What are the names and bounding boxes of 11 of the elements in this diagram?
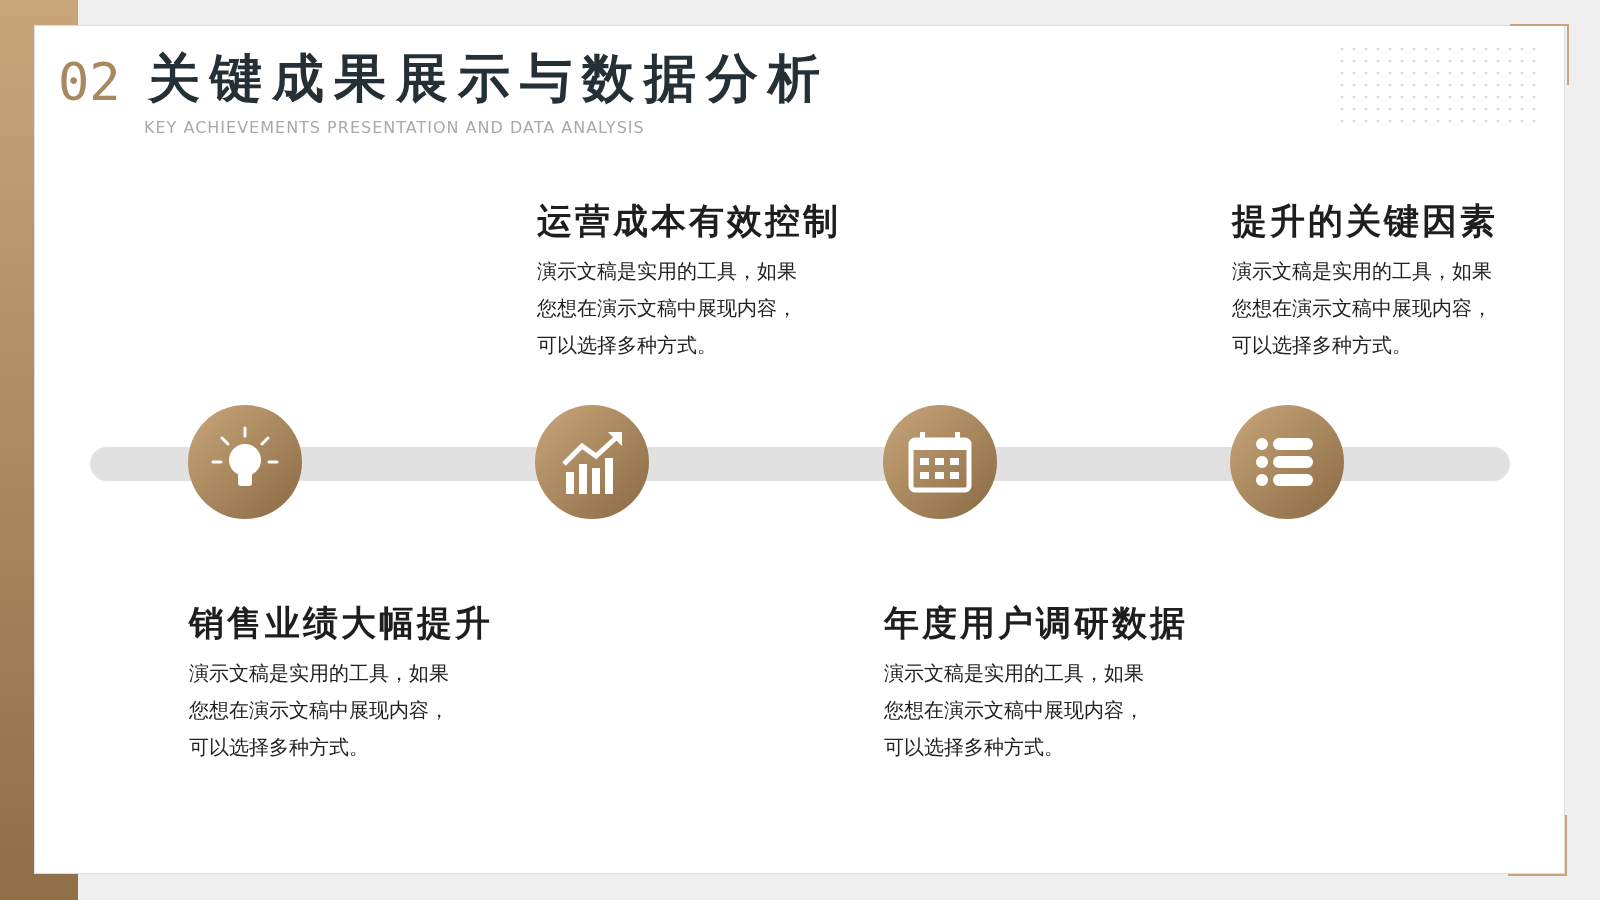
subtitle: KEY ACHIEVEMENTS PRESENTATION AND DATA ANALYSIS (144, 118, 645, 137)
item-heading: 销售业绩大幅提升 (189, 602, 493, 645)
item-description: 演示文稿是实用的工具，如果您想在演示文稿中展现内容，可以选择多种方式。 (884, 660, 1145, 761)
item-description: 演示文稿是实用的工具，如果您想在演示文稿中展现内容，可以选择多种方式。 (1232, 258, 1493, 359)
item-description: 演示文稿是实用的工具，如果您想在演示文稿中展现内容，可以选择多种方式。 (537, 258, 798, 359)
slide-title: 关键成果展示与数据分析 (148, 47, 830, 110)
item-heading: 运营成本有效控制 (537, 200, 841, 243)
item-heading: 年度用户调研数据 (884, 602, 1188, 645)
section-number: 02 (58, 52, 121, 112)
item-heading: 提升的关键因素 (1232, 200, 1499, 243)
item-description: 演示文稿是实用的工具，如果您想在演示文稿中展现内容，可以选择多种方式。 (189, 660, 450, 761)
